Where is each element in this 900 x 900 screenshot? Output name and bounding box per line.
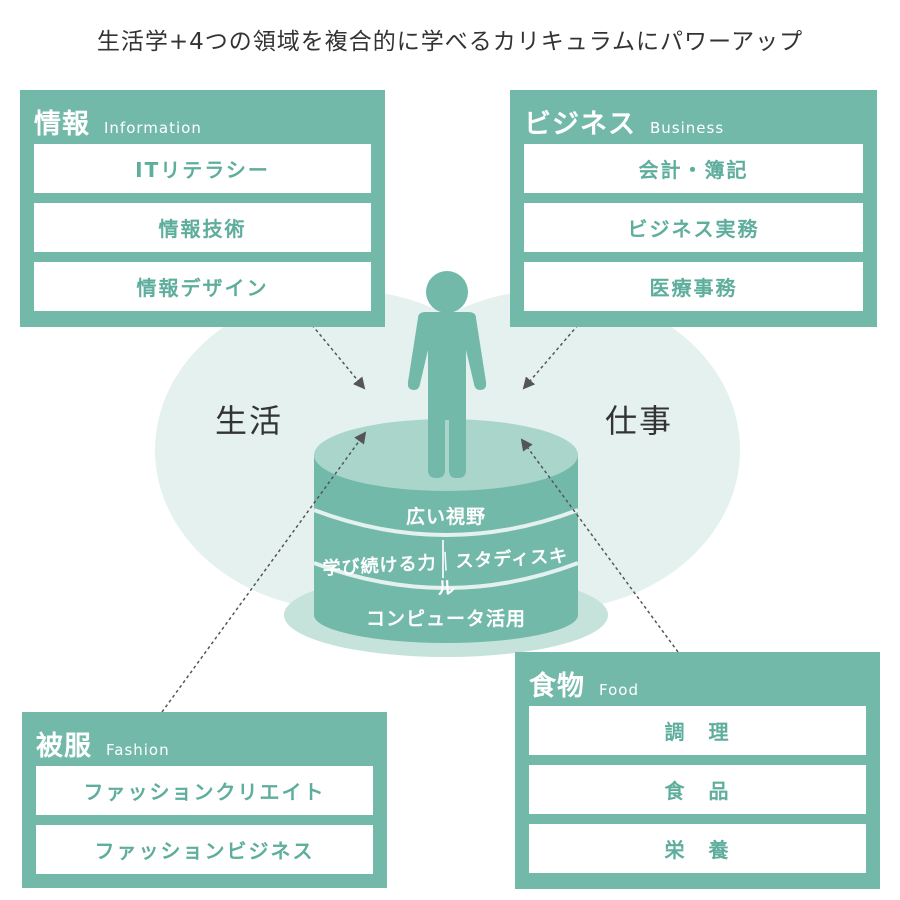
podium-cylinder — [313, 419, 579, 643]
arrow-food — [520, 438, 679, 653]
box-business-subtitle: Business — [650, 119, 725, 137]
item-fashion-create: ファッションクリエイト — [36, 766, 373, 815]
box-business-title: ビジネス — [524, 109, 636, 140]
item-medical-office: 医療事務 — [524, 262, 863, 311]
box-information-subtitle: Information — [104, 119, 202, 137]
item-info-tech: 情報技術 — [34, 203, 371, 252]
item-food: 食 品 — [529, 765, 866, 814]
box-fashion-subtitle: Fashion — [106, 741, 170, 759]
box-information: 情報 Information ITリテラシー 情報技術 情報デザイン — [20, 90, 385, 327]
life-label: 生活 — [215, 402, 284, 440]
box-food-subtitle: Food — [599, 681, 639, 699]
arrow-business — [522, 324, 579, 390]
page-title: 生活学+4つの領域を複合的に学べるカリキュラムにパワーアップ — [96, 29, 804, 55]
layer-broad-view: 広い視野 — [405, 506, 486, 528]
work-label: 仕事 — [605, 402, 674, 440]
item-accounting: 会計・簿記 — [524, 144, 863, 193]
box-food-title: 食物 — [529, 671, 585, 702]
box-food: 食物 Food 調 理 食 品 栄 養 — [515, 652, 880, 889]
box-information-title: 情報 — [34, 109, 90, 140]
layer-computer: コンピュータ活用 — [365, 608, 526, 630]
item-info-design: 情報デザイン — [34, 262, 371, 311]
item-it-literacy: ITリテラシー — [34, 144, 371, 193]
arrow-info — [311, 324, 366, 390]
box-fashion: 被服 Fashion ファッションクリエイト ファッションビジネス — [22, 712, 387, 888]
person-figure — [407, 271, 487, 478]
box-business: ビジネス Business 会計・簿記 ビジネス実務 医療事務 — [510, 90, 877, 327]
item-business-practice: ビジネス実務 — [524, 203, 863, 252]
box-fashion-title: 被服 — [36, 731, 92, 762]
item-cooking: 調 理 — [529, 706, 866, 755]
item-nutrition: 栄 養 — [529, 824, 866, 873]
item-fashion-business: ファッションビジネス — [36, 825, 373, 874]
